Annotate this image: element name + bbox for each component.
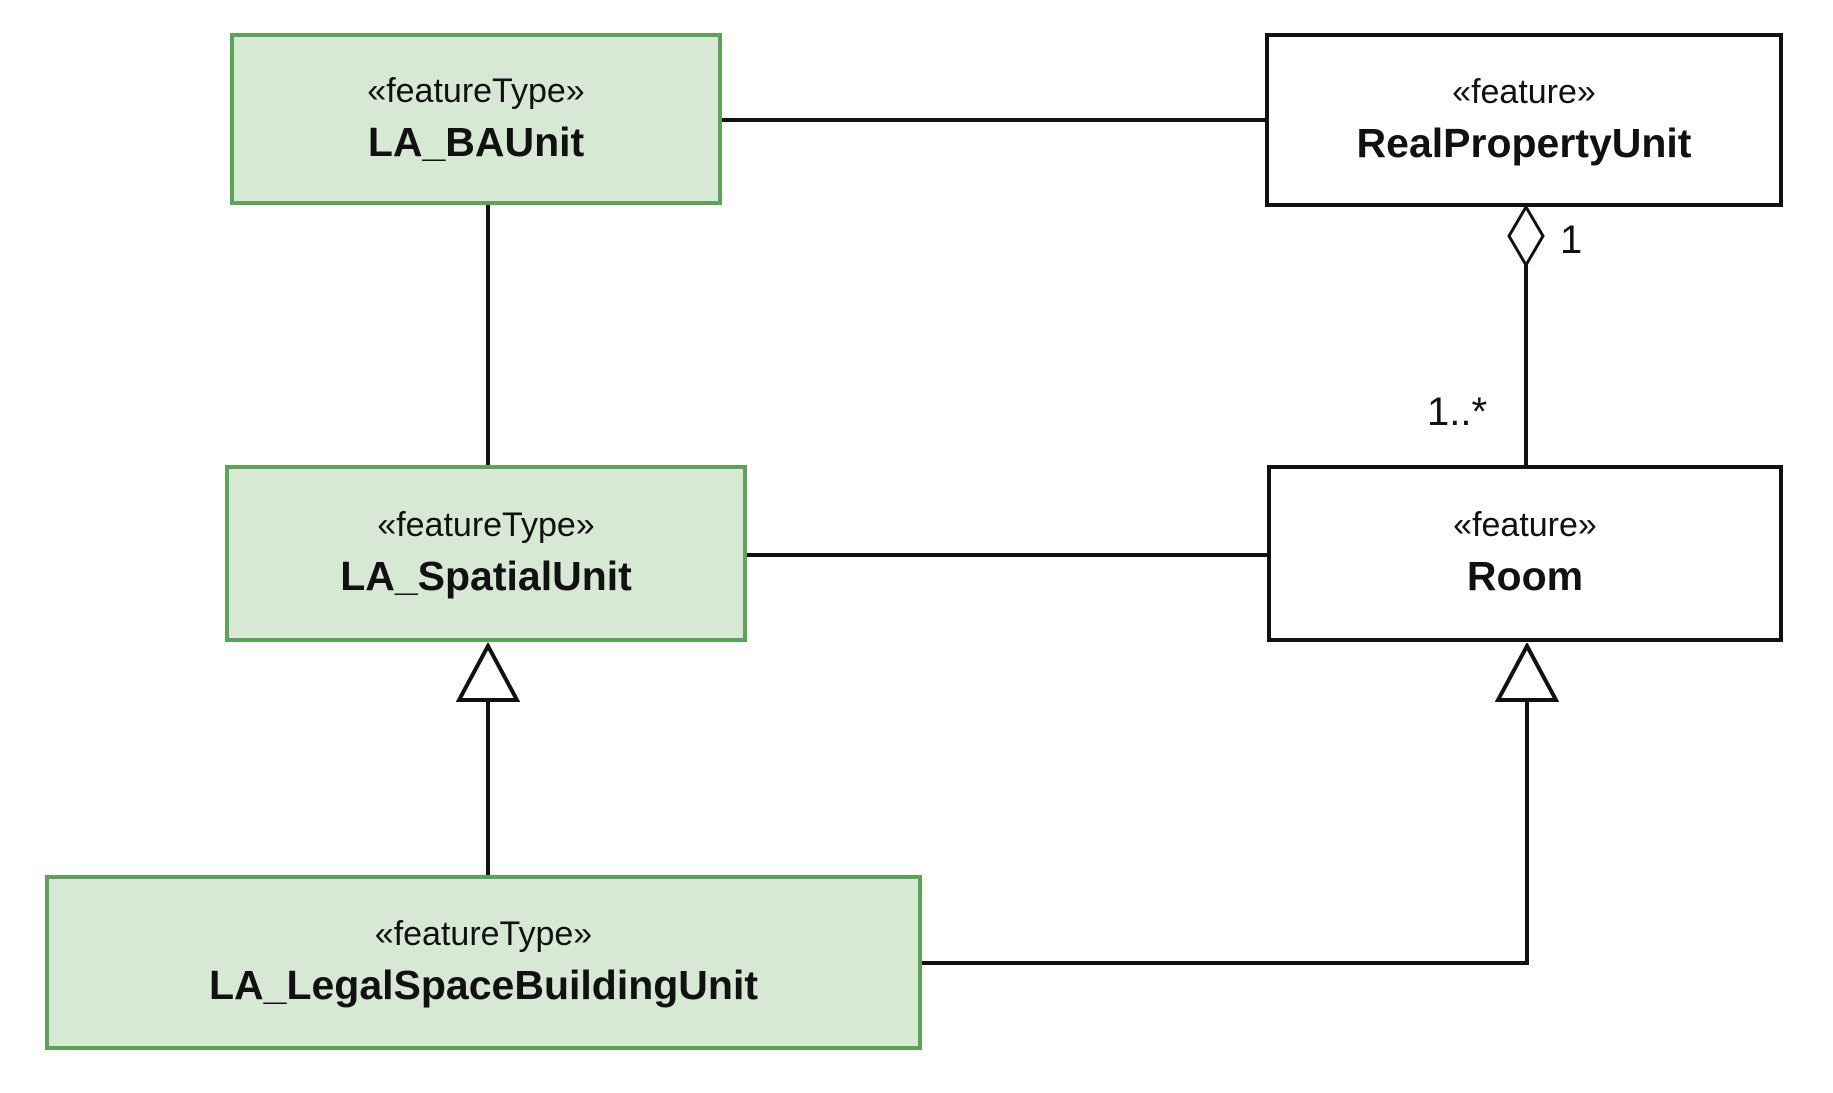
- stereotype-label: «featureType»: [367, 71, 585, 110]
- stereotype-label: «featureType»: [374, 915, 593, 954]
- generalization-arrow-icon: [456, 643, 520, 702]
- edge-generalization-legalspace-laspatialunit: [486, 700, 490, 875]
- edge-generalization-legalspace-room-horizontal: [922, 961, 1529, 965]
- edge-generalization-legalspace-room-vertical: [1525, 700, 1529, 963]
- aggregation-diamond-icon: [1507, 205, 1545, 267]
- stereotype-label: «feature»: [1452, 72, 1596, 111]
- class-realpropertyunit: «feature» RealPropertyUnit: [1265, 33, 1783, 207]
- stereotype-label: «featureType»: [377, 506, 595, 545]
- class-la-legalspacebuildingunit: «featureType» LA_LegalSpaceBuildingUnit: [45, 875, 922, 1050]
- edge-aggregation-realpropertyunit-room: [1524, 263, 1528, 465]
- class-name-label: RealPropertyUnit: [1356, 119, 1692, 166]
- class-name-label: Room: [1466, 553, 1584, 600]
- multiplicity-label-whole: 1: [1560, 218, 1583, 262]
- edge-labaunit-realpropertyunit: [722, 118, 1265, 122]
- edge-laspatialunit-room: [747, 553, 1267, 557]
- class-name-label: LA_SpatialUnit: [340, 553, 632, 600]
- class-la-spatialunit: «featureType» LA_SpatialUnit: [225, 465, 747, 642]
- multiplicity-label-part: 1..*: [1427, 390, 1488, 434]
- stereotype-label: «feature»: [1453, 506, 1597, 545]
- edge-labaunit-laspatialunit: [486, 205, 490, 465]
- class-name-label: LA_LegalSpaceBuildingUnit: [209, 962, 758, 1009]
- class-la-baunit: «featureType» LA_BAUnit: [230, 33, 722, 205]
- generalization-arrow-icon: [1495, 643, 1559, 702]
- class-name-label: LA_BAUnit: [367, 118, 585, 165]
- class-room: «feature» Room: [1267, 465, 1783, 642]
